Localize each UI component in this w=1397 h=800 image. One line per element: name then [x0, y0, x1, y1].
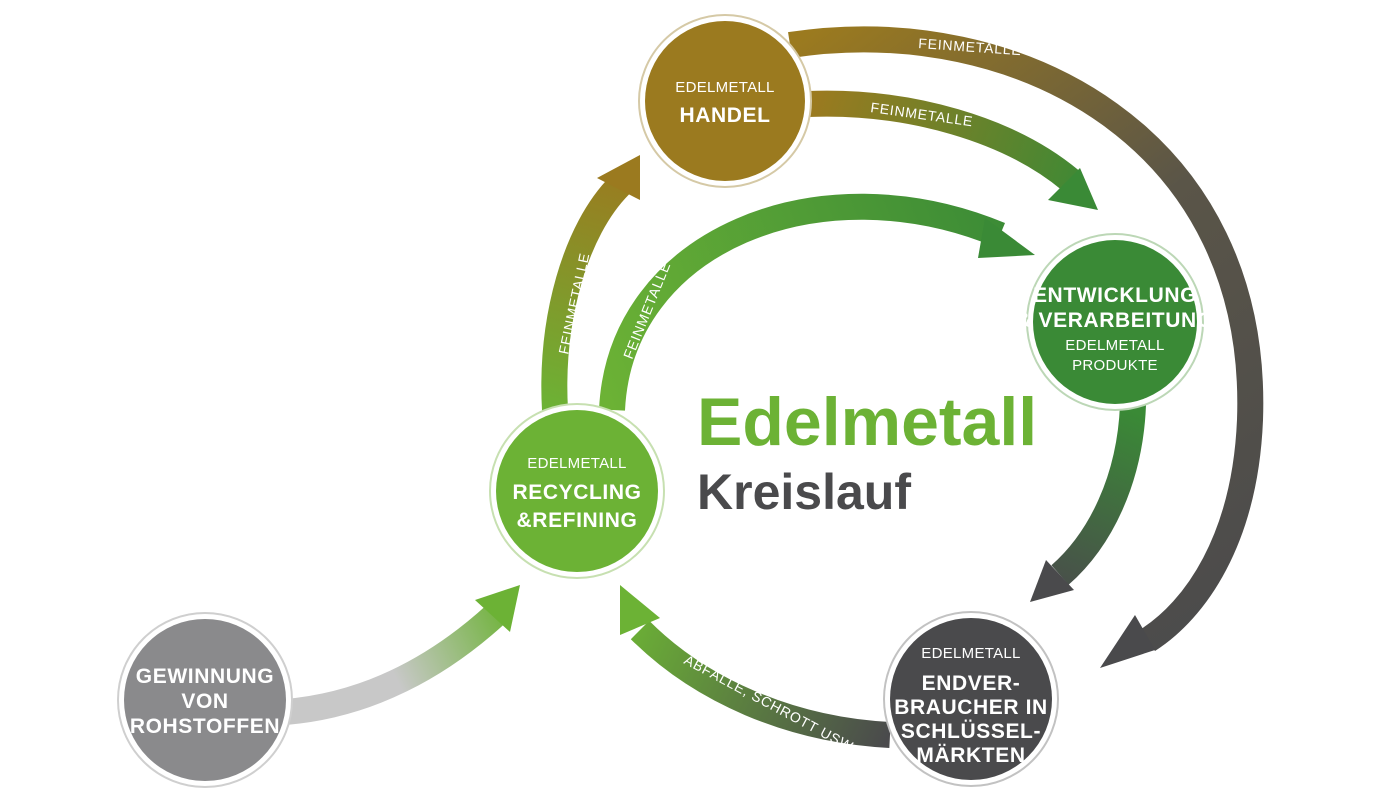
diagram-title: Edelmetall	[697, 384, 1037, 460]
recycling-line2: &REFINING	[517, 509, 638, 532]
arrow-handel-to-endverbraucher: FEINMETALLE	[788, 26, 1264, 668]
arrowhead	[475, 585, 520, 632]
handel-label: HANDEL	[679, 104, 770, 127]
entwicklung-small2: PRODUKTE	[1072, 357, 1158, 374]
arrow-label-endverbraucher-recycling: ABFÄLLE, SCHROTT USW.	[682, 652, 860, 757]
endverbraucher-line2: BRAUCHER IN	[894, 696, 1048, 719]
arrowhead	[978, 218, 1035, 258]
recycling-small-label: EDELMETALL	[527, 455, 626, 472]
entwicklung-line2: & VERARBEITUNG	[1016, 309, 1213, 332]
arrow-entwicklung-to-endverbraucher	[1030, 404, 1146, 602]
arrow-handel-to-entwicklung: FEINMETALLE	[807, 90, 1098, 210]
entwicklung-small1: EDELMETALL	[1065, 337, 1164, 354]
arrow-recycling-to-entwicklung: FEINMETALLE	[599, 193, 1035, 411]
arrowhead	[1100, 615, 1155, 668]
endverbraucher-small-label: EDELMETALL	[921, 645, 1020, 662]
gewinnung-line1: GEWINNUNG	[136, 665, 274, 688]
arrowhead	[1030, 560, 1074, 602]
arrow-endverbraucher-to-recycling: ABFÄLLE, SCHROTT USW.	[620, 585, 891, 757]
arrow-gewinnung-to-recycling	[283, 585, 520, 725]
arrow-label-recycling-entwicklung: FEINMETALLE	[620, 259, 674, 361]
handel-small-label: EDELMETALL	[675, 79, 774, 96]
gewinnung-line2: VON	[181, 690, 228, 713]
endverbraucher-line3: SCHLÜSSEL-	[901, 720, 1041, 743]
entwicklung-line1: ENTWICKLUNG	[1033, 284, 1197, 307]
node-recycling: EDELMETALL RECYCLING &REFINING	[489, 403, 665, 579]
arrow-label-outer-top: FEINMETALLE	[918, 35, 1022, 58]
node-gewinnung: GEWINNUNG VON ROHSTOFFEN	[117, 612, 293, 788]
diagram-subtitle: Kreislauf	[697, 464, 911, 520]
arrowhead	[1048, 168, 1098, 210]
node-endverbraucher: EDELMETALL ENDVER- BRAUCHER IN SCHLÜSSEL…	[883, 611, 1059, 787]
node-entwicklung: ENTWICKLUNG & VERARBEITUNG EDELMETALL PR…	[1016, 233, 1213, 411]
arrowhead	[597, 155, 640, 200]
recycling-line1: RECYCLING	[512, 481, 641, 504]
endverbraucher-line1: ENDVER-	[922, 672, 1021, 695]
gewinnung-line3: ROHSTOFFEN	[130, 715, 280, 738]
endverbraucher-line4: MÄRKTEN	[916, 744, 1025, 767]
node-handel: EDELMETALL HANDEL	[638, 14, 812, 188]
arrowhead	[620, 585, 660, 635]
